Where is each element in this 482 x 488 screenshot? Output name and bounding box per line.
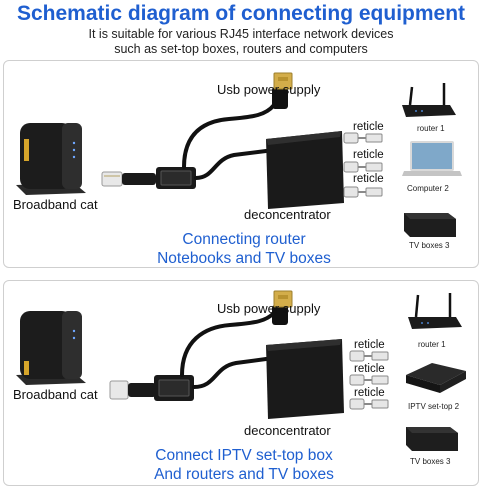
- router-icon: [408, 293, 462, 329]
- diagram-art-2: [16, 290, 466, 451]
- laptop-icon: [402, 141, 462, 176]
- device-label: IPTV set-top 2: [408, 402, 460, 411]
- reticle-label: reticle: [353, 173, 384, 185]
- splitter-label: deconcentrator: [244, 423, 331, 438]
- caption-line-2: And routers and TV boxes: [154, 466, 334, 483]
- subtitle-line-2: such as set-top boxes, routers and compu…: [114, 42, 368, 56]
- reticle-cables: [349, 350, 389, 410]
- reticle-label: reticle: [354, 363, 385, 375]
- reticle-label: reticle: [354, 387, 385, 399]
- reticle-label: reticle: [354, 339, 385, 351]
- usb-power-label: Usb power supply: [217, 301, 321, 316]
- reticle-cables: [343, 132, 383, 198]
- tv-box-icon: [406, 427, 458, 451]
- splitter-icon: [266, 339, 344, 419]
- caption-line-1: Connecting router: [182, 231, 306, 248]
- diagram-panel-2: Usb power supply Broadband cat deconcent…: [3, 280, 479, 486]
- diagram-panel-1: Usb power supply Broadband cat deconcent…: [3, 60, 479, 268]
- subtitle-line-1: It is suitable for various RJ45 interfac…: [88, 27, 394, 41]
- reticle-label: reticle: [353, 149, 384, 161]
- set-top-box-icon: [406, 363, 466, 393]
- reticle-label: reticle: [353, 121, 384, 133]
- panel-caption: Connect IPTV set-top box And routers and…: [134, 446, 354, 484]
- ethernet-plug-icon: [101, 167, 196, 189]
- usb-plug-icon: [272, 290, 293, 325]
- cable-icon: [182, 103, 276, 180]
- caption-line-1: Connect IPTV set-top box: [155, 447, 333, 464]
- caption-line-2: Notebooks and TV boxes: [157, 250, 331, 267]
- broadband-label: Broadband cat: [13, 197, 98, 212]
- device-label: TV boxes 3: [409, 241, 450, 250]
- device-label: TV boxes 3: [410, 457, 451, 466]
- diagram-art-1: [16, 72, 462, 237]
- usb-power-label: Usb power supply: [217, 82, 321, 97]
- ethernet-plug-icon: [109, 375, 194, 401]
- device-label: router 1: [418, 340, 446, 349]
- usb-plug-icon: [272, 72, 293, 109]
- modem-icon: [16, 311, 86, 385]
- device-label: Computer 2: [407, 184, 449, 193]
- tv-box-icon: [404, 213, 456, 237]
- device-label: router 1: [417, 124, 445, 133]
- splitter-icon: [266, 131, 344, 209]
- modem-icon: [16, 123, 86, 195]
- page-title: Schematic diagram of connecting equipmen…: [16, 2, 466, 25]
- router-icon: [402, 83, 456, 117]
- splitter-label: deconcentrator: [244, 207, 331, 222]
- broadband-label: Broadband cat: [13, 387, 98, 402]
- cable-icon: [180, 311, 276, 389]
- panel-caption: Connecting router Notebooks and TV boxes: [154, 230, 334, 268]
